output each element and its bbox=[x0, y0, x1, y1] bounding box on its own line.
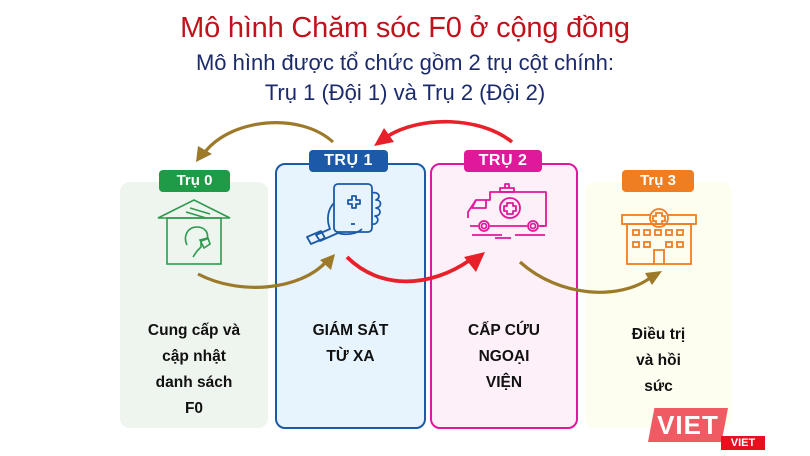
hand-holding-phone-medical-icon bbox=[306, 183, 382, 245]
watermark-logo: VIET bbox=[648, 408, 728, 442]
pillar-2-line: NGOẠI bbox=[478, 348, 530, 365]
ambulance-icon bbox=[467, 183, 547, 239]
pillar-0-line: Cung cấp và bbox=[147, 322, 241, 339]
diagram-title: Mô hình Chăm sóc F0 ở cộng đồng bbox=[180, 12, 630, 44]
arrow-pillar2-to-pillar3 bbox=[518, 260, 662, 294]
pillar-1-line: TỪ XA bbox=[326, 348, 375, 365]
pillar-3-line: và hồi bbox=[636, 352, 681, 369]
pillar-0-description: Cung cấp và cập nhật danh sách F0 bbox=[120, 318, 268, 422]
arrow-pillar1-to-pillar0 bbox=[196, 121, 335, 162]
pillar-3-line: Điều trị bbox=[631, 326, 686, 343]
pillar-2-line: VIỆN bbox=[485, 374, 523, 391]
arrow-pillar2-to-pillar1 bbox=[374, 119, 514, 146]
pillar-1-card bbox=[275, 163, 426, 429]
arrow-pillar1-to-pillar2 bbox=[345, 252, 485, 284]
pillar-3-description: Điều trị và hồi sức bbox=[585, 322, 732, 400]
pillar-0-line: danh sách bbox=[155, 374, 233, 391]
pillar-1-description: GIÁM SÁT TỪ XA bbox=[275, 318, 426, 370]
arrow-pillar0-to-pillar1 bbox=[197, 254, 335, 289]
pillar-1-line: GIÁM SÁT bbox=[312, 322, 389, 339]
diagram-subtitle-line2: Trụ 1 (Đội 1) và Trụ 2 (Đội 2) bbox=[264, 80, 546, 105]
pillar-3-badge: Trụ 3 bbox=[622, 170, 694, 192]
pillar-0-line: F0 bbox=[184, 400, 204, 417]
pillar-1-badge: TRỤ 1 bbox=[309, 150, 388, 172]
pillar-2-badge: TRỤ 2 bbox=[464, 150, 542, 172]
diagram-subtitle-line1: Mô hình được tổ chức gồm 2 trụ cột chính… bbox=[195, 50, 615, 75]
pillar-3-line: sức bbox=[644, 378, 673, 395]
house-masked-person-icon bbox=[157, 199, 231, 265]
pillar-2-description: CẤP CỨU NGOẠI VIỆN bbox=[430, 318, 578, 396]
pillar-2-line: CẤP CỨU bbox=[468, 322, 540, 339]
pillar-0-line: cập nhật bbox=[162, 348, 226, 365]
hospital-icon bbox=[621, 208, 697, 265]
pillar-0-badge: Trụ 0 bbox=[159, 170, 230, 192]
watermark-logo-small: VIET bbox=[721, 436, 765, 450]
pillar-0-card bbox=[120, 182, 268, 428]
